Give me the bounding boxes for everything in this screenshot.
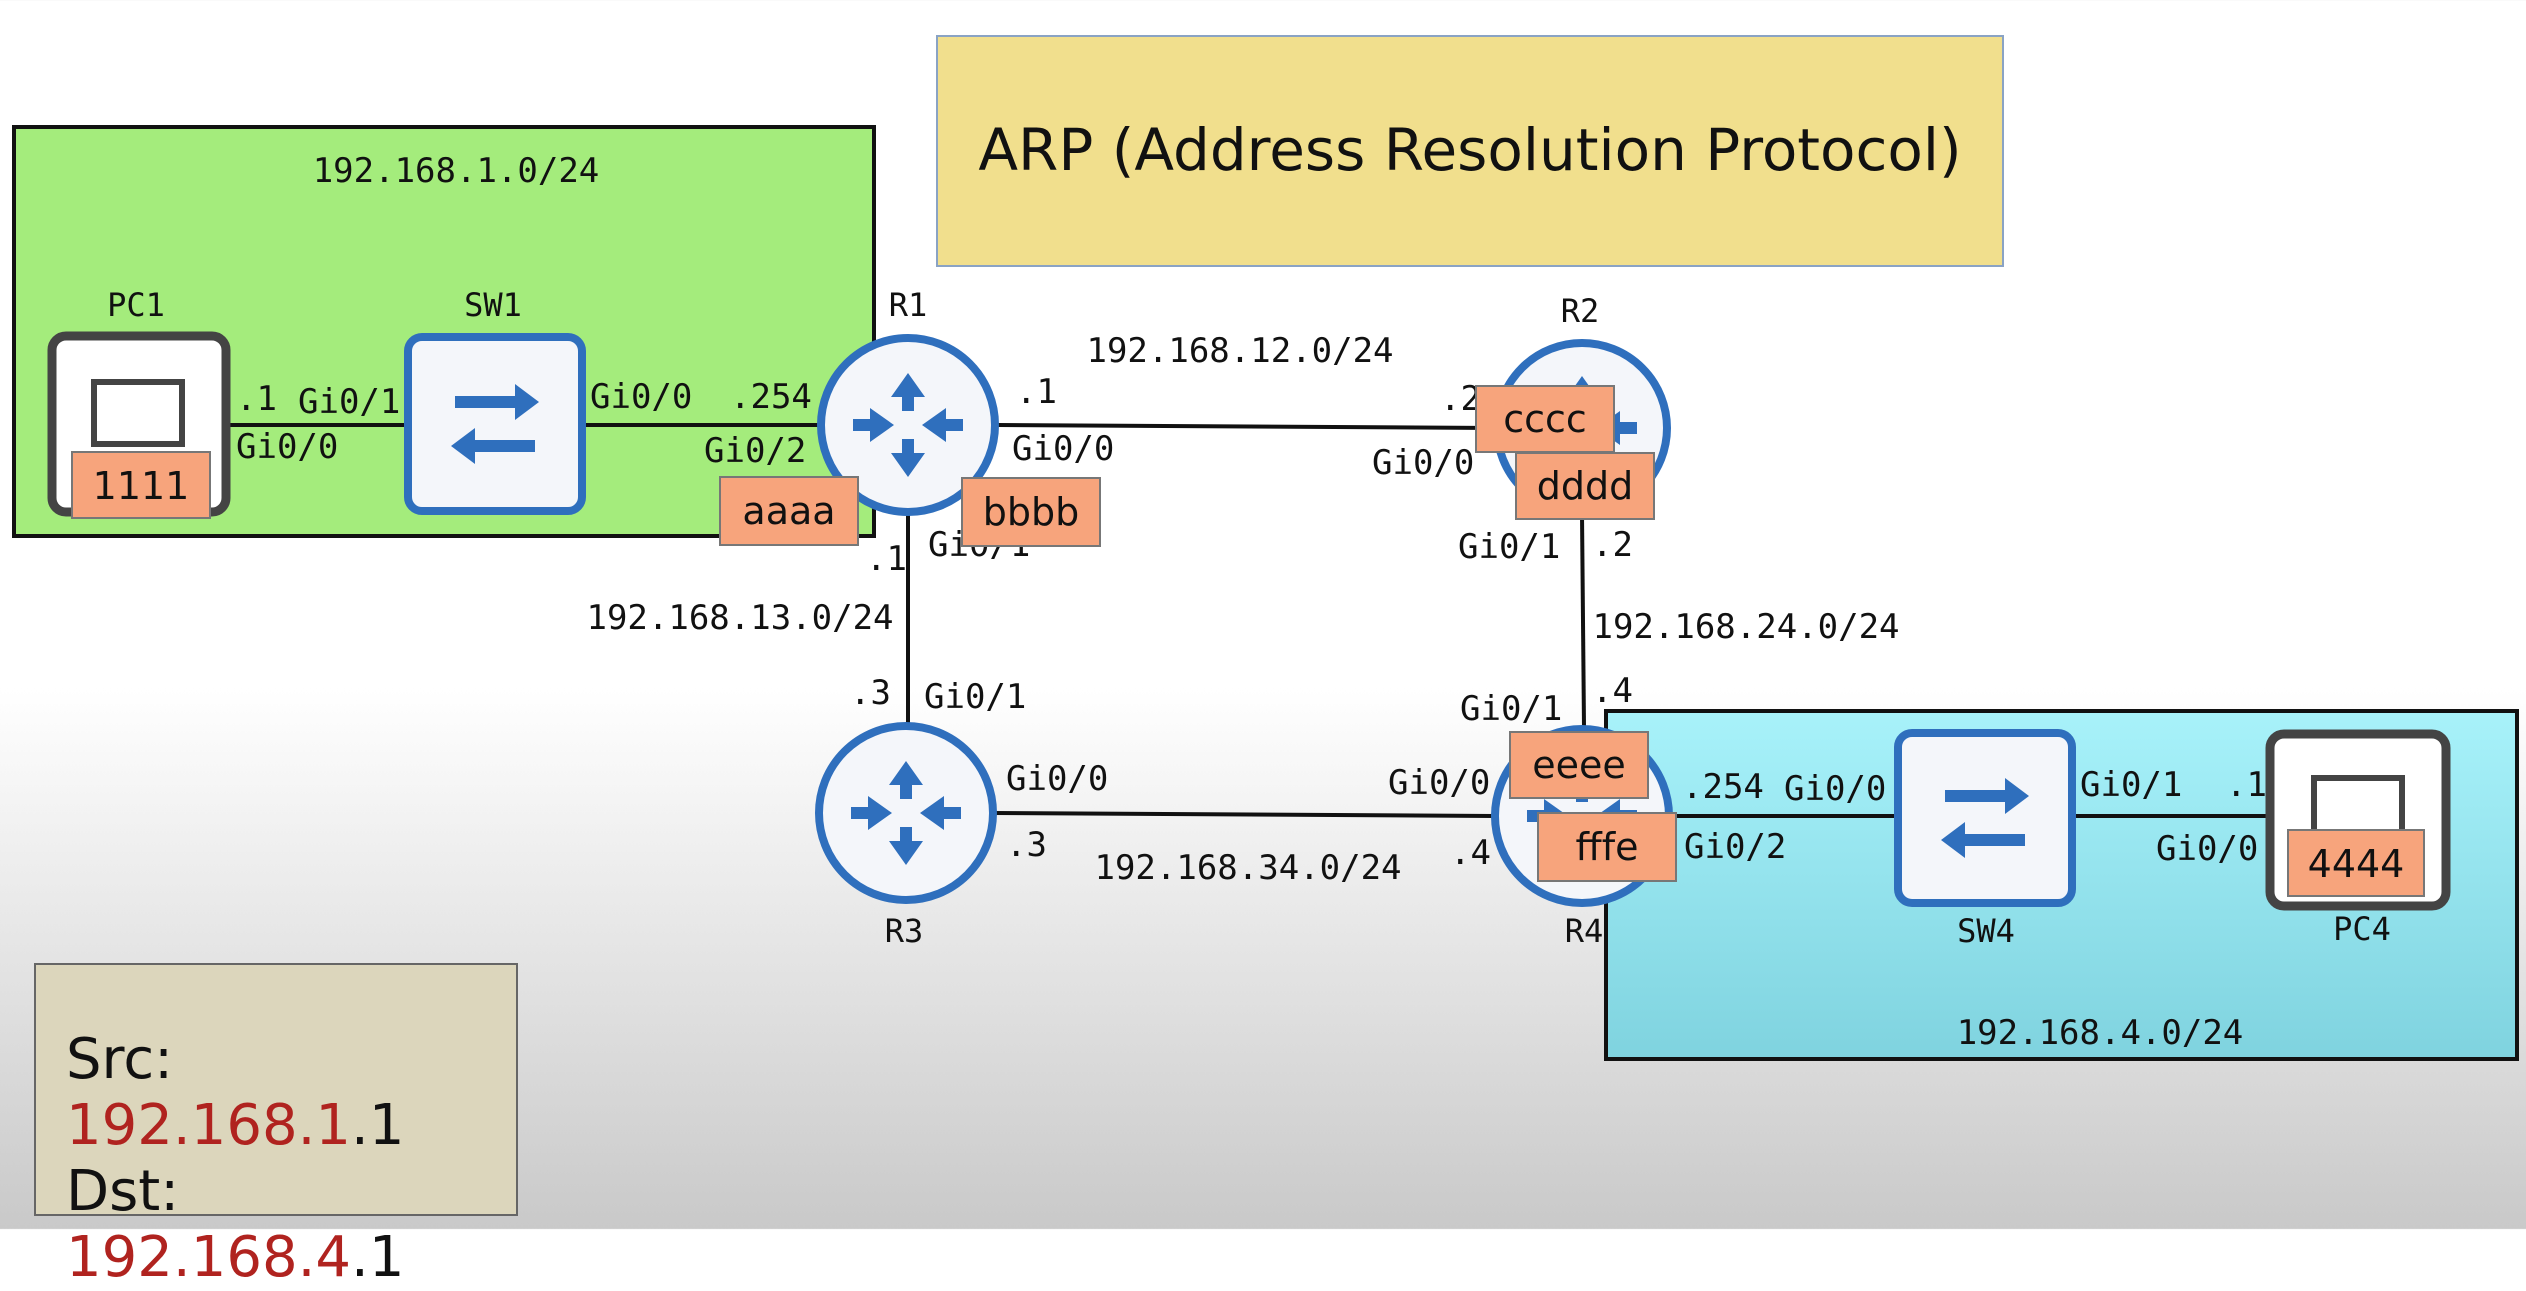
r3-r1-if-label: Gi0/1 [924,677,1026,717]
mac-box-r1-g00: bbbb [961,477,1101,547]
device-name-pc1: PC1 [107,286,165,324]
svg-text:bbbb: bbbb [983,490,1079,534]
network-label-lan4: 192.168.4.0/24 [1957,1013,2244,1053]
r1-r3-host-label: .1 [866,539,907,579]
mac-box-r4-g01: eeee [1509,731,1649,799]
r3-router-icon[interactable] [815,722,997,904]
svg-text:4444: 4444 [2308,842,2405,886]
svg-text:cccc: cccc [1503,397,1587,441]
r4-r2-host-label: .4 [1592,671,1633,711]
mac-box-r2-g00: cccc [1475,385,1615,453]
network-label-r1-r2: 192.168.12.0/24 [1086,331,1393,371]
pc4-host-label: .1 [2226,765,2267,805]
r1-lan-if-label: Gi0/2 [704,431,806,471]
device-name-sw4: SW4 [1957,912,2015,950]
device-name-r3: R3 [885,912,924,950]
r2-r4-if-label: Gi0/1 [1458,527,1560,567]
mac-box-r4-g02: fffe [1537,812,1677,882]
network-diagram: ARP (Address Resolution Protocol) [12,35,2519,1061]
device-name-sw1: SW1 [464,286,522,324]
r1-r2-host-label: .1 [1016,372,1057,412]
sw4-icon[interactable] [1894,729,2076,907]
sw4-if-right-label: Gi0/1 [2080,765,2182,805]
sw1-if-left-label: Gi0/1 [298,382,400,422]
r1-router-icon[interactable] [817,334,999,516]
src-network: 192.168.1 [66,1093,352,1158]
diagram-title: ARP (Address Resolution Protocol) [978,116,1961,184]
link-r3-r4 [993,811,1495,818]
pc1-host-label: .1 [236,379,277,419]
network-label-r1-r3: 192.168.13.0/24 [586,598,893,638]
r4-r3-host-label: .4 [1450,833,1491,873]
svg-text:dddd: dddd [1537,464,1633,508]
sw4-if-left-label: Gi0/0 [1784,769,1886,809]
pc1-if-label: Gi0/0 [236,427,338,467]
network-label-r2-r4: 192.168.24.0/24 [1592,607,1899,647]
r2-r1-if-label: Gi0/0 [1372,443,1474,483]
packet-info-box: Src: 192.168.1.1 Dst: 192.168.4.1 [34,963,518,1290]
packet-dst-line: Dst: 192.168.4.1 [66,1159,516,1291]
device-name-r4: R4 [1565,912,1604,950]
dst-label: Dst: [66,1159,180,1224]
r3-r1-host-label: .3 [850,673,891,713]
network-label-r3-r4: 192.168.34.0/24 [1094,848,1401,888]
svg-text:aaaa: aaaa [742,489,835,533]
mac-box-pc4: 4444 [2287,829,2425,897]
r4-r2-if-label: Gi0/1 [1460,689,1562,729]
r1-lan-host-label: .254 [730,377,812,417]
dst-host: .1 [351,1225,405,1290]
r3-r4-if-label: Gi0/0 [1006,759,1108,799]
r2-r1-host-label: .2 [1440,379,1481,419]
packet-src-line: Src: 192.168.1.1 [66,1027,516,1159]
r4-lan-if-label: Gi0/2 [1684,827,1786,867]
device-name-r1: R1 [889,286,928,324]
r1-r2-if-label: Gi0/0 [1012,429,1114,469]
svg-text:1111: 1111 [93,464,190,508]
svg-text:eeee: eeee [1532,743,1626,787]
r4-lan-host-label: .254 [1682,767,1764,807]
device-name-pc4: PC4 [2333,910,2391,948]
mac-box-r1-g02: aaaa [719,476,859,546]
link-r2-r4 [1580,513,1586,728]
r4-r3-if-label: Gi0/0 [1388,763,1490,803]
title-box [936,35,2004,267]
r2-r4-host-label: .2 [1592,525,1633,565]
mac-box-pc1: 1111 [71,451,211,519]
src-label: Src: [66,1027,173,1092]
network-label-lan1: 192.168.1.0/24 [313,151,600,191]
device-name-r2: R2 [1561,292,1600,330]
pc4-if-label: Gi0/0 [2156,829,2258,869]
dst-network: 192.168.4 [66,1225,352,1290]
mac-box-r2-g01: dddd [1515,452,1655,520]
link-r1-r2 [997,423,1496,430]
r3-r4-host-label: .3 [1006,825,1047,865]
src-host: .1 [351,1093,405,1158]
sw1-icon[interactable] [404,333,586,515]
svg-text:fffe: fffe [1576,825,1639,869]
sw1-if-right-label: Gi0/0 [590,377,692,417]
